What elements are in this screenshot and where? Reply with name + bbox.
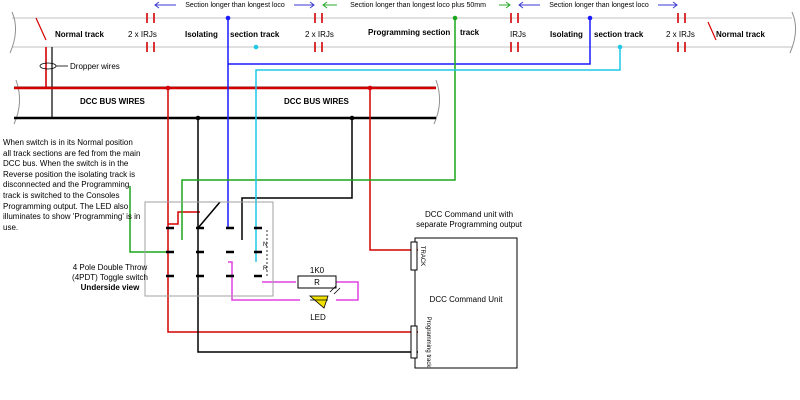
irj-markers: [146, 13, 686, 52]
irj-label-4: 2 x IRJs: [666, 30, 695, 39]
switch-lugs: [166, 226, 262, 278]
switch-caption-bold: Underside view: [80, 283, 140, 292]
section-track-right-label: section track: [594, 30, 644, 39]
normal-track-left-label: Normal track: [55, 30, 104, 39]
command-unit: TRACK Programming track DCC Command Unit: [410, 237, 518, 369]
resistor-symbol: R: [314, 278, 320, 287]
isolating-left-label: Isolating: [185, 30, 218, 39]
dcc-bus: [14, 86, 436, 120]
switch-caption: 4 Pole Double Throw (4PDT) Toggle switch…: [60, 263, 160, 293]
junction-dots: [165, 15, 623, 121]
prog-port-label: Programming track: [425, 317, 431, 369]
dropper-wires-label: Dropper wires: [70, 62, 120, 71]
switch-caption-line2: (4PDT) Toggle switch: [72, 273, 148, 282]
led-icon: LED: [308, 285, 341, 322]
bus-label-2: DCC BUS WIRES: [284, 97, 350, 106]
normal-track-right-label: Normal track: [716, 30, 765, 39]
command-unit-body: DCC Command Unit: [430, 295, 504, 304]
dimension-right: Section longer than longest loco: [549, 2, 649, 9]
irj-label-2: 2 x IRJs: [305, 30, 334, 39]
resistor-value: 1K0: [310, 266, 325, 275]
dropper-wires: [35, 17, 717, 118]
resistor: R 1K0: [297, 266, 337, 289]
switch-caption-line1: 4 Pole Double Throw: [72, 263, 148, 272]
track-port-label: TRACK: [419, 246, 425, 266]
dimension-left: Section longer than longest loco: [185, 2, 285, 9]
isolating-right-label: Isolating: [550, 30, 583, 39]
break-marks: [9, 11, 796, 125]
section-track-left-label: section track: [230, 30, 280, 39]
switch-n-label: N: [263, 242, 267, 248]
irj-label-3: IRJs: [510, 30, 526, 39]
feed-wires: [129, 18, 621, 353]
programming-section-label: Programming section: [368, 28, 450, 37]
programming-track-label: track: [460, 28, 480, 37]
toggle-switch: N R: [144, 201, 274, 297]
switch-r-label: R: [263, 266, 268, 272]
command-unit-header: DCC Command unit with separate Programmi…: [416, 210, 522, 229]
bus-label-1: DCC BUS WIRES: [80, 97, 146, 106]
dimension-middle: Section longer than longest loco plus 50…: [350, 2, 486, 9]
switch-description: When switch is in its Normal position al…: [3, 138, 141, 232]
led-label: LED: [310, 313, 326, 322]
irj-label-1: 2 x IRJs: [128, 30, 157, 39]
section-labels: Normal track 2 x IRJs Isolating section …: [55, 28, 765, 39]
